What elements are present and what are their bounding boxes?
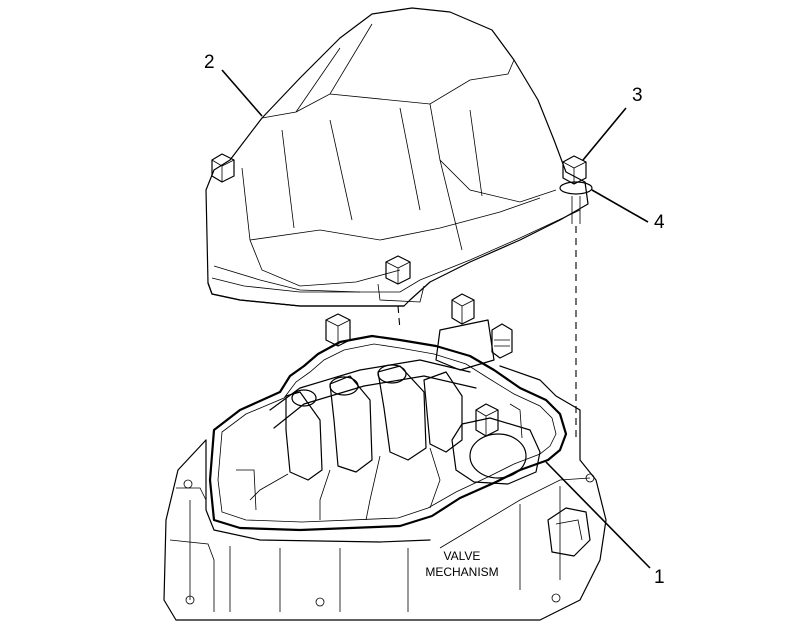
cover-bolt-right: [562, 155, 587, 185]
cylinder-head: [163, 365, 607, 621]
callout-4: 4: [654, 212, 665, 233]
alignment-lines: [397, 226, 577, 440]
valve-cover: [205, 7, 593, 307]
label-line-2: MECHANISM: [425, 565, 498, 579]
label-line-1: VALVE: [444, 549, 481, 563]
callout-3: 3: [632, 85, 643, 106]
leader-2: [221, 69, 263, 117]
valve-mechanism: [236, 293, 541, 521]
callout-2: 2: [204, 52, 215, 73]
leader-1: [545, 461, 651, 569]
valve-mechanism-label: VALVE MECHANISM: [425, 549, 498, 579]
rocker-support: [451, 403, 541, 485]
washer: [559, 181, 593, 195]
leader-4: [591, 189, 649, 223]
cover-bolt-left: [211, 153, 235, 183]
leader-lines: [221, 69, 651, 569]
callout-1: 1: [654, 567, 665, 588]
cover-bolt-middle: [377, 255, 425, 303]
leader-3: [582, 107, 627, 161]
gasket: [208, 334, 568, 532]
